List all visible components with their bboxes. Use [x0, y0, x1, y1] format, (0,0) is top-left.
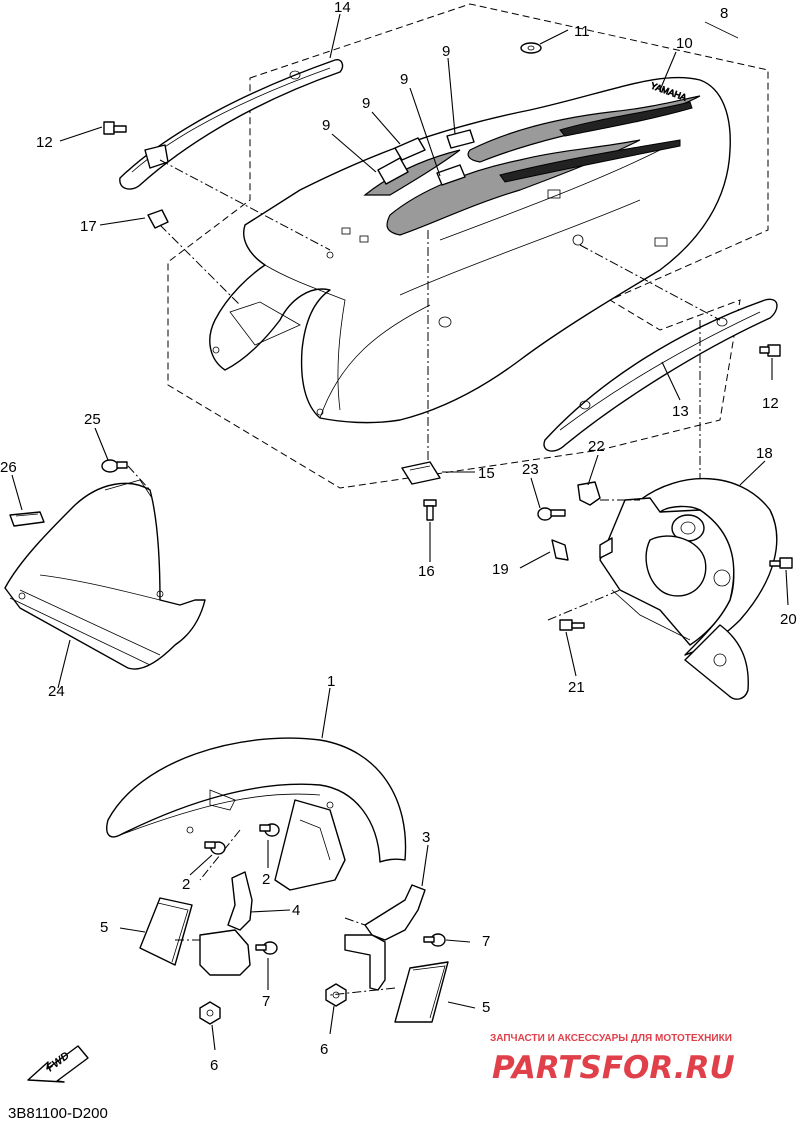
front-leader-lines [119, 687, 476, 1051]
callout-10: 10 [676, 35, 693, 52]
rear-fender: YAMAHA [209, 76, 731, 424]
rail-part-13 [543, 298, 778, 452]
callout-25: 25 [84, 411, 101, 428]
callout-5-left: 5 [100, 919, 108, 936]
grommet-part-17 [147, 209, 169, 229]
watermark: ЗАПЧАСТИ И АКСЕССУАРЫ ДЛЯ МОТОТЕХНИКИ PA… [490, 1033, 735, 1086]
bolt-part-21 [559, 619, 585, 631]
nut-part-6-right [325, 983, 347, 1007]
fender-bracket [274, 799, 346, 891]
callout-8: 8 [720, 5, 728, 22]
callout-15: 15 [478, 465, 495, 482]
callout-2-left: 2 [182, 876, 190, 893]
bolt-part-2-right [259, 823, 280, 837]
tail-light-assembly-part-18 [599, 477, 778, 700]
rail-part-14 [119, 59, 344, 190]
bolt-part-20 [769, 557, 793, 569]
callout-7-right: 7 [482, 933, 490, 950]
clip-part-15 [401, 461, 441, 485]
screw-part-23 [537, 507, 566, 521]
watermark-brand: PARTSFOR.RU [492, 1050, 735, 1086]
callout-19: 19 [492, 561, 509, 578]
part-9-pads [377, 129, 475, 186]
callout-26: 26 [0, 459, 17, 476]
bracket-part-19 [551, 539, 569, 561]
bracket-part-22 [577, 481, 601, 506]
nut-part-6-left [199, 1001, 221, 1025]
fwd-arrow-icon: FWD [27, 1045, 89, 1083]
flap-part-24 [4, 479, 206, 670]
reflector-part-5-left [139, 897, 193, 966]
callout-9a: 9 [442, 43, 450, 60]
tail-leader-lines [519, 454, 789, 677]
callout-4: 4 [292, 902, 300, 919]
bolt-part-12-right [759, 344, 781, 357]
callout-12-right: 12 [762, 395, 779, 412]
bolt-part-2-left [204, 841, 226, 855]
callout-2-right: 2 [262, 871, 270, 888]
bolt-part-7-right [423, 933, 446, 947]
front-fender-part-1 [106, 737, 407, 863]
callout-14: 14 [334, 0, 351, 16]
diagram-part-code: 3B81100-D200 [8, 1105, 108, 1122]
upper-leader-lines [59, 13, 773, 630]
callout-21: 21 [568, 679, 585, 696]
callout-labels: 14 8 11 10 9 9 9 9 12 17 25 26 13 12 22 … [0, 0, 797, 1074]
washer-part-11 [520, 42, 542, 54]
callout-9b: 9 [400, 71, 408, 88]
callout-24: 24 [48, 683, 65, 700]
callout-7-left: 7 [262, 993, 270, 1010]
bolt-part-12-left [103, 121, 127, 135]
callout-17: 17 [80, 218, 97, 235]
callout-18: 18 [756, 445, 773, 462]
bolt-part-7-left [255, 941, 278, 955]
callout-13: 13 [672, 403, 689, 420]
rear-fender-group-outline [167, 3, 769, 489]
callout-5-right: 5 [482, 999, 490, 1016]
callout-1: 1 [327, 673, 335, 690]
callout-16: 16 [418, 563, 435, 580]
watermark-tagline: ЗАПЧАСТИ И АКСЕССУАРЫ ДЛЯ МОТОТЕХНИКИ [490, 1033, 732, 1044]
callout-9d: 9 [322, 117, 330, 134]
stay-part-3 [344, 884, 426, 991]
reflector-part-5-right [394, 961, 449, 1023]
callout-22: 22 [588, 438, 605, 455]
callout-11: 11 [574, 23, 590, 40]
callout-3: 3 [422, 829, 430, 846]
callout-20: 20 [780, 611, 797, 628]
stay-part-4 [199, 871, 253, 976]
flap-leader-lines [11, 427, 151, 689]
callout-12-left: 12 [36, 134, 53, 151]
rivet-part-25 [101, 459, 128, 473]
clip-part-26 [9, 511, 45, 527]
callout-6-left: 6 [210, 1057, 218, 1074]
callout-6-right: 6 [320, 1041, 328, 1058]
callout-9c: 9 [362, 95, 370, 112]
callout-23: 23 [522, 461, 539, 478]
screw-part-16 [423, 499, 437, 521]
